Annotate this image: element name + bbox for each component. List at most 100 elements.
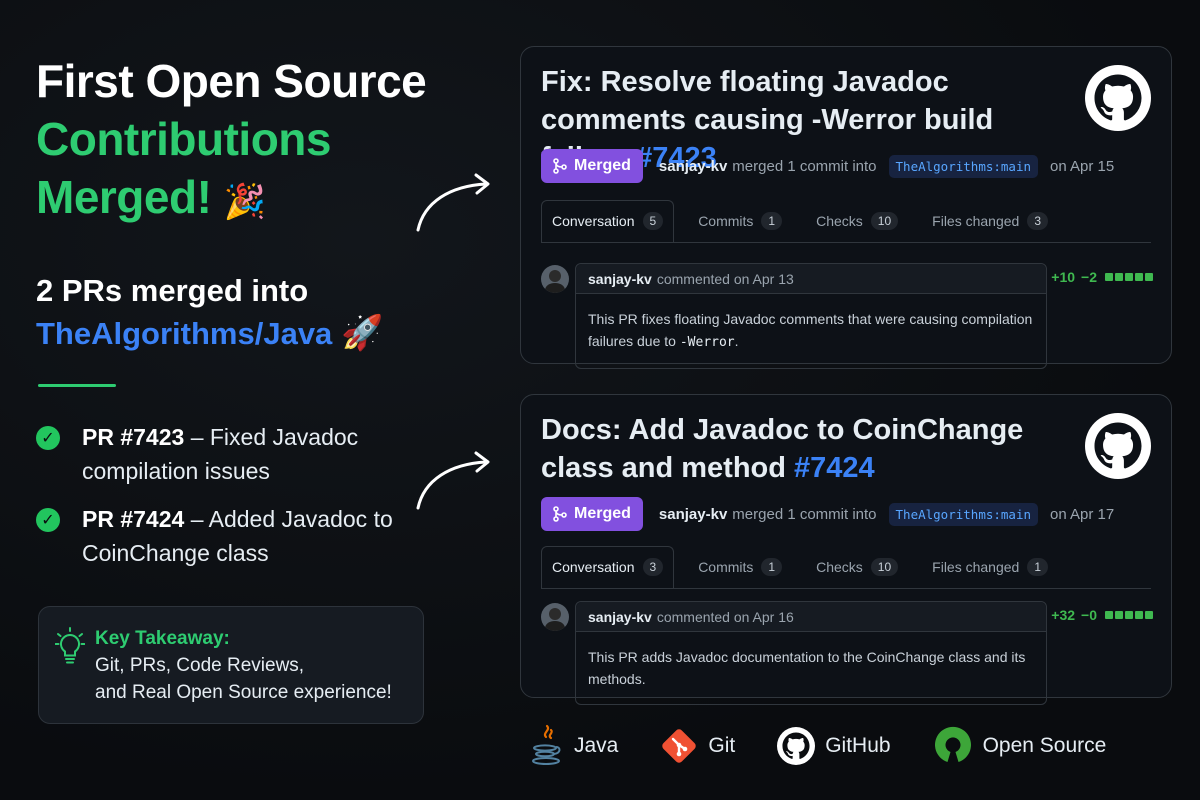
tab-count: 1 bbox=[1027, 557, 1049, 576]
comment-author[interactable]: sanjay-kv bbox=[588, 270, 652, 287]
pr-comment: sanjay-kv commented on Apr 13 This PR fi… bbox=[541, 263, 1047, 369]
tab-count: 3 bbox=[642, 558, 664, 576]
tab-count: 5 bbox=[642, 212, 664, 230]
tab-conversation[interactable]: Conversation 5 bbox=[541, 199, 675, 242]
comment-author[interactable]: sanjay-kv bbox=[588, 608, 652, 625]
comment-text-end: . bbox=[734, 333, 739, 349]
comment-text-end: class and its methods. bbox=[588, 649, 1026, 687]
arrow-icon bbox=[416, 451, 490, 510]
pr-card: Fix: Resolve floating Javadoc comments c… bbox=[520, 46, 1172, 369]
tab-count: 3 bbox=[1027, 211, 1049, 230]
tech-open-source: Open Source bbox=[933, 726, 1107, 766]
pr-card: Docs: Add Javadoc to CoinChange class an… bbox=[520, 394, 1172, 705]
comment-body: This PR adds Javadoc documentation to th… bbox=[576, 632, 1046, 704]
party-popper-icon: 🎉 bbox=[223, 182, 266, 222]
subheading-text: 2 PRs merged into bbox=[36, 273, 309, 308]
tab-label: Conversation bbox=[552, 559, 635, 575]
tech-label: Open Source bbox=[982, 734, 1107, 757]
bullet-item: ✓ PR #7424 – Added Javadoc to CoinChange… bbox=[36, 502, 456, 570]
tab-checks[interactable]: Checks 10 bbox=[806, 199, 908, 243]
repo-name: TheAlgorithms/Java bbox=[36, 316, 333, 351]
pr-author[interactable]: sanjay-kv bbox=[658, 157, 728, 175]
github-icon bbox=[1085, 65, 1151, 131]
open-source-icon bbox=[934, 726, 971, 762]
tech-java: Java bbox=[530, 724, 618, 768]
comment-body: This PR fixes floating Javadoc comments … bbox=[576, 294, 1046, 368]
merged-badge-label: Merged bbox=[574, 505, 631, 522]
check-icon: ✓ bbox=[36, 508, 60, 532]
target-branch[interactable]: TheAlgorithms:main bbox=[888, 502, 1038, 526]
tab-files-changed[interactable]: Files changed 3 bbox=[922, 199, 1058, 243]
comment-box: sanjay-kv commented on Apr 16 This PR ad… bbox=[575, 601, 1047, 705]
lightbulb-icon bbox=[54, 627, 95, 705]
diff-stat[interactable]: +32 −0 bbox=[1051, 607, 1153, 623]
target-branch[interactable]: TheAlgorithms:main bbox=[888, 154, 1038, 178]
pr-date: on Apr 17 bbox=[1050, 505, 1115, 523]
pr-number[interactable]: #7423 bbox=[636, 142, 717, 174]
tab-label: Commits bbox=[698, 212, 754, 229]
pr-tabs: Conversation 5 Commits 1 Checks 10 Files ch… bbox=[541, 199, 1151, 243]
takeaway-line-1: Git, PRs, Code Reviews, bbox=[95, 655, 305, 676]
tab-count: 10 bbox=[870, 557, 899, 576]
git-icon bbox=[662, 729, 697, 763]
tab-count: 10 bbox=[870, 211, 899, 230]
tab-label: Checks bbox=[816, 558, 863, 575]
tech-label: Java bbox=[574, 734, 619, 757]
comment-code: -Werror bbox=[679, 335, 735, 350]
tab-files-changed[interactable]: Files changed 1 bbox=[922, 545, 1058, 589]
merge-icon bbox=[553, 506, 567, 522]
github-icon bbox=[1085, 413, 1151, 479]
tab-label: Files changed bbox=[932, 212, 1020, 229]
takeaway-text: Key Takeaway: Git, PRs, Code Reviews, an… bbox=[67, 625, 392, 705]
pr-action: merged 1 commit into bbox=[732, 505, 877, 523]
comment-meta: commented on Apr 13 bbox=[656, 270, 794, 287]
bullet-description: – Fixed Javadoc compilation issues bbox=[82, 424, 359, 484]
headline-line-2: Contributions bbox=[36, 113, 332, 165]
merged-badge-label: Merged bbox=[574, 157, 631, 174]
github-icon bbox=[777, 727, 816, 765]
takeaway-box: Key Takeaway: Git, PRs, Code Reviews, an… bbox=[38, 606, 424, 724]
comment-text: This PR fixes floating Javadoc comments … bbox=[588, 311, 1033, 349]
pr-meta: Merged sanjay-kv merged 1 commit into Th… bbox=[541, 497, 1114, 531]
tab-count: 1 bbox=[761, 211, 783, 230]
comment-header: sanjay-kv commented on Apr 13 bbox=[576, 264, 1046, 294]
headline: First Open Source Contributions Merged! … bbox=[36, 52, 496, 231]
tab-conversation[interactable]: Conversation 3 bbox=[541, 545, 675, 588]
diff-stat[interactable]: +10 −2 bbox=[1051, 269, 1153, 285]
tab-label: Files changed bbox=[932, 558, 1020, 575]
diff-deletions: −0 bbox=[1081, 607, 1097, 623]
divider bbox=[38, 384, 116, 387]
comment-box: sanjay-kv commented on Apr 13 This PR fi… bbox=[575, 263, 1047, 369]
merge-icon bbox=[553, 158, 567, 174]
pr-action: merged 1 commit into bbox=[732, 157, 877, 175]
tab-label: Commits bbox=[698, 558, 754, 575]
avatar[interactable] bbox=[541, 265, 569, 293]
pr-title-text[interactable]: Docs: Add Javadoc to CoinChange class an… bbox=[541, 414, 1024, 484]
avatar[interactable] bbox=[541, 603, 569, 631]
pr-date: on Apr 15 bbox=[1050, 157, 1115, 175]
tab-commits[interactable]: Commits 1 bbox=[688, 199, 792, 243]
headline-line-3: Merged! bbox=[36, 171, 212, 223]
tab-label: Conversation bbox=[552, 213, 635, 229]
merged-badge: Merged bbox=[541, 149, 643, 183]
bullet-description: – Added Javadoc to CoinChange class bbox=[82, 506, 393, 566]
pr-title[interactable]: Docs: Add Javadoc to CoinChange class an… bbox=[541, 411, 1081, 487]
tech-stack: Java Git GitHub Open Source bbox=[530, 722, 1148, 770]
arrow-icon bbox=[416, 173, 490, 232]
headline-line-1: First Open Source bbox=[36, 55, 427, 107]
bullet-pr-number: PR #7424 bbox=[82, 506, 185, 532]
diff-blocks bbox=[1103, 273, 1153, 281]
pr-bullet-list: ✓ PR #7423 – Fixed Javadoc compilation i… bbox=[36, 420, 456, 584]
java-icon bbox=[532, 724, 561, 765]
pr-author[interactable]: sanjay-kv bbox=[658, 505, 728, 523]
diff-additions: +32 bbox=[1051, 607, 1076, 623]
merged-badge: Merged bbox=[541, 497, 643, 531]
tab-label: Checks bbox=[816, 212, 863, 229]
tech-label: Git bbox=[708, 734, 736, 757]
comment-text: This PR adds Javadoc documentation to th… bbox=[588, 649, 867, 665]
pr-number[interactable]: #7424 bbox=[794, 452, 875, 484]
tab-checks[interactable]: Checks 10 bbox=[806, 545, 908, 589]
